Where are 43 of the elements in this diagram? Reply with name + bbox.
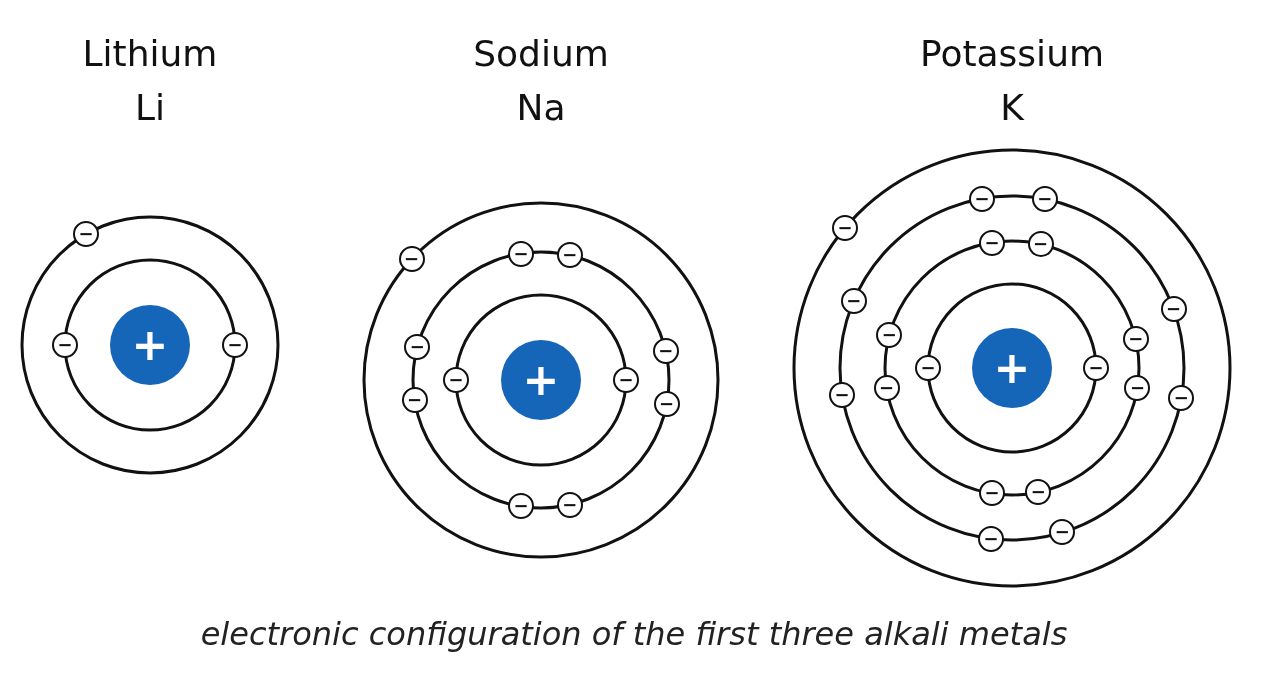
electron-circle: − <box>556 491 583 518</box>
electron-circle: − <box>1124 374 1151 401</box>
electron-circle: − <box>1122 326 1149 353</box>
electron-circle: − <box>398 246 425 273</box>
electron-circle: − <box>1025 479 1052 506</box>
electron-circle: − <box>1160 296 1187 323</box>
electron-circle: − <box>653 391 680 418</box>
electron-circle: − <box>222 332 248 358</box>
electron-circle: − <box>915 355 941 381</box>
electron-circle: − <box>507 493 534 520</box>
electron-circle: − <box>507 240 534 267</box>
electron-circle: − <box>979 480 1006 507</box>
electron-circle: − <box>873 374 900 401</box>
electron-circle: − <box>443 367 469 393</box>
electron-circle: − <box>840 287 867 314</box>
electron-circle: − <box>52 332 78 358</box>
electron-circle: − <box>556 242 583 269</box>
electron-circle: − <box>978 525 1005 552</box>
electron-circle: − <box>73 221 99 248</box>
element-name: Potassium <box>920 32 1104 76</box>
electron-circle: − <box>404 333 431 360</box>
electron-circle: − <box>829 381 856 408</box>
element-symbol: Li <box>134 86 166 130</box>
electron-circle: − <box>1168 384 1195 411</box>
element-symbol: K <box>1000 86 1024 130</box>
electron-circle: − <box>1027 231 1054 258</box>
nucleus-circle: + <box>501 340 581 420</box>
electron-circle: − <box>613 367 639 393</box>
electron-circle: − <box>969 185 996 212</box>
element-name: Sodium <box>473 32 609 76</box>
figure-caption: electronic configuration of the first three alkali metals <box>200 615 1068 653</box>
electron-circle: − <box>1049 519 1076 546</box>
element-symbol: Na <box>516 86 566 130</box>
nucleus-circle: + <box>972 328 1052 408</box>
element-name: Lithium <box>82 32 218 76</box>
electron-circle: − <box>1031 186 1058 213</box>
electron-circle: − <box>652 338 679 365</box>
electron-circle: − <box>401 387 428 413</box>
electron-circle: − <box>979 229 1006 256</box>
nucleus-circle: + <box>110 305 190 385</box>
electron-circle: − <box>832 214 858 241</box>
electron-circle: − <box>1083 355 1109 381</box>
electron-circle: − <box>876 322 903 349</box>
